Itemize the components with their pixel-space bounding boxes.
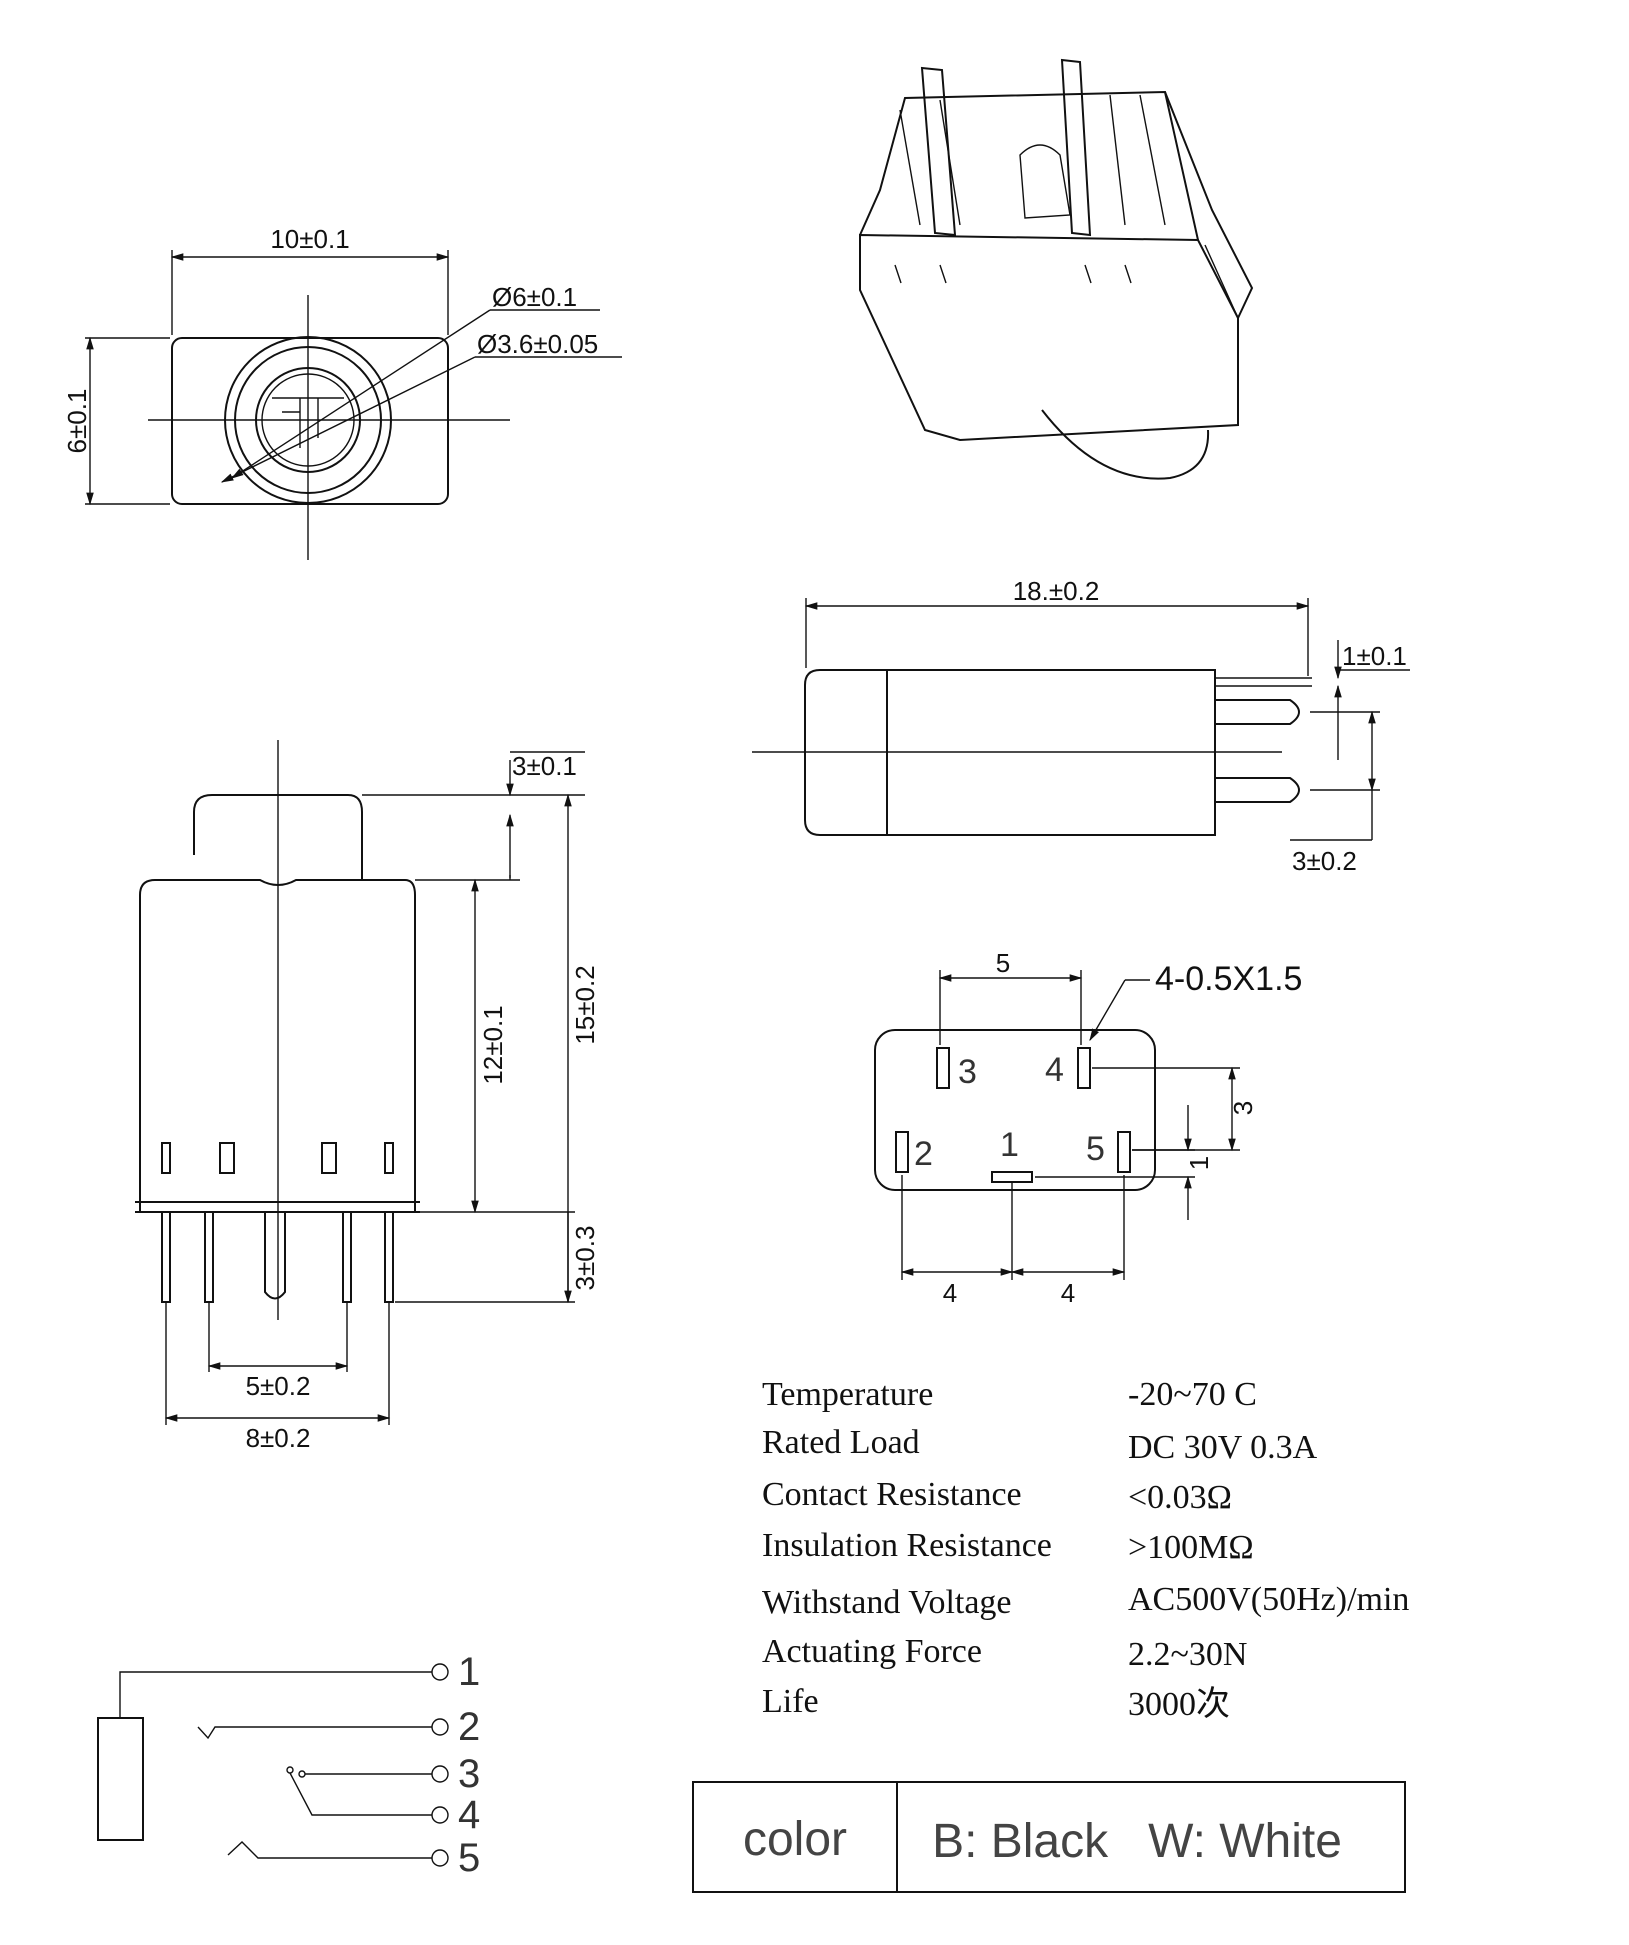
terminal-2 [431,1718,449,1736]
terminal-label-1: 1 [458,1650,480,1694]
spec-value: -20~70 C [1128,1376,1257,1413]
iso-pin-left [920,66,957,237]
outer-pin-spacing-dimension: 8±0.2 [246,1423,311,1453]
spec-label: Actuating Force [762,1633,982,1670]
pad-4 [1077,1047,1091,1089]
elevation-pin-center [264,1212,286,1300]
inner-diameter-label: Ø3.6±0.05 [477,329,598,359]
width-dimension: 10±0.1 [270,224,349,254]
terminal-3 [431,1765,449,1783]
footprint-spacing-small: 1 [1184,1156,1214,1170]
footprint-view: 3 4 2 1 5 5 4-0.5X1.5 3 1 4 4 [874,948,1302,1308]
iso-plunger [1041,409,1210,480]
iso-pin-right [1060,58,1092,237]
elevation-pin-1 [161,1211,171,1303]
terminal-label-5: 5 [458,1836,480,1880]
color-legend-value: B: Black W: White [932,1815,1342,1868]
spec-value: >100MΩ [1128,1529,1254,1566]
pad-1 [991,1171,1033,1183]
iso-body-outline [859,233,1239,442]
pad-label-4: 4 [1045,1051,1064,1089]
schematic-line-2 [197,1726,432,1740]
pad-label-1: 1 [1000,1126,1019,1164]
schematic: 1 2 3 4 5 [97,1650,480,1880]
front-body-outline [171,337,449,505]
side-body-outline [804,669,1216,836]
pin-spacing-dimension: 3±0.2 [1292,846,1357,876]
schematic-line-5 [227,1841,432,1859]
pin-thickness-dimension: 1±0.1 [1342,641,1407,671]
inner-pin-spacing-dimension: 5±0.2 [246,1371,311,1401]
spec-table: Temperature -20~70 C Rated Load DC 30V 0… [762,1376,1409,1723]
footprint-spacing-left: 4 [943,1278,957,1308]
isometric-view [859,58,1254,480]
terminal-label-4: 4 [458,1793,480,1837]
spec-label: Insulation Resistance [762,1527,1052,1564]
spec-label: Contact Resistance [762,1476,1022,1513]
total-height-dimension: 15±0.2 [570,965,600,1044]
footprint-spacing-right: 3 [1228,1101,1258,1115]
outer-diameter-label: Ø6±0.1 [492,282,577,312]
spec-value: DC 30V 0.3A [1128,1429,1318,1466]
pad-5 [1117,1131,1131,1173]
elevation-pin-2 [204,1211,214,1303]
inner-diameter-leader [220,356,476,483]
footprint-spacing-right-bottom: 4 [1061,1278,1075,1308]
pad-3 [936,1047,950,1089]
elevation-view: 3±0.1 15±0.2 12±0.1 3±0.3 5±0.2 8±0.2 [135,740,600,1453]
length-dimension: 18.±0.2 [1013,576,1100,606]
pad-spec-label: 4-0.5X1.5 [1155,960,1302,998]
spec-value: 2.2~30N [1128,1636,1247,1673]
iso-contact-springs [899,94,1166,226]
pad-label-5: 5 [1086,1130,1105,1168]
terminal-4 [431,1806,449,1824]
schematic-line-3-4 [289,1772,432,1816]
footprint-spacing-top: 5 [996,948,1010,978]
terminal-label-2: 2 [458,1705,480,1749]
iso-side-face [1164,91,1254,319]
terminal-label-3: 3 [458,1752,480,1796]
elevation-pin-5 [384,1211,394,1303]
spec-label: Life [762,1683,819,1720]
elevation-pin-4 [342,1211,352,1303]
pad-2 [895,1131,909,1173]
footprint-outline [874,1029,1156,1191]
spec-value: AC500V(50Hz)/min [1128,1581,1409,1618]
elevation-plunger [193,794,363,880]
spec-label: Withstand Voltage [762,1584,1012,1621]
pin-length-dimension: 3±0.3 [570,1226,600,1291]
color-legend-box [692,1781,1406,1893]
iso-windows [894,264,1132,284]
front-view: 10±0.1 6±0.1 Ø6±0.1 Ø3.6±0.05 [62,224,622,560]
side-pin-lower [1215,777,1300,803]
iso-top-face [859,90,1199,241]
elevation-body [139,879,416,1213]
schematic-plug [97,1717,144,1841]
terminal-5 [431,1849,449,1867]
pad-label-2: 2 [914,1135,933,1173]
pad-label-3: 3 [958,1053,977,1091]
top-height-dimension: 3±0.1 [512,751,577,781]
height-dimension: 6±0.1 [62,389,92,454]
side-view: 18.±0.2 1±0.1 3±0.2 [752,576,1410,876]
spec-label: Temperature [762,1376,933,1413]
spec-value: 3000次 [1128,1685,1230,1723]
outer-diameter-leader [230,309,491,479]
side-pin-upper [1215,699,1300,725]
schematic-line-1 [119,1671,432,1718]
body-height-dimension: 12±0.1 [478,1005,508,1084]
terminal-1 [431,1663,449,1681]
spec-value: <0.03Ω [1128,1479,1232,1516]
iso-center-slot [1019,144,1071,219]
color-legend: color B: Black W: White [692,1781,1406,1893]
spec-label: Rated Load [762,1424,920,1461]
color-legend-label: color [743,1813,847,1866]
